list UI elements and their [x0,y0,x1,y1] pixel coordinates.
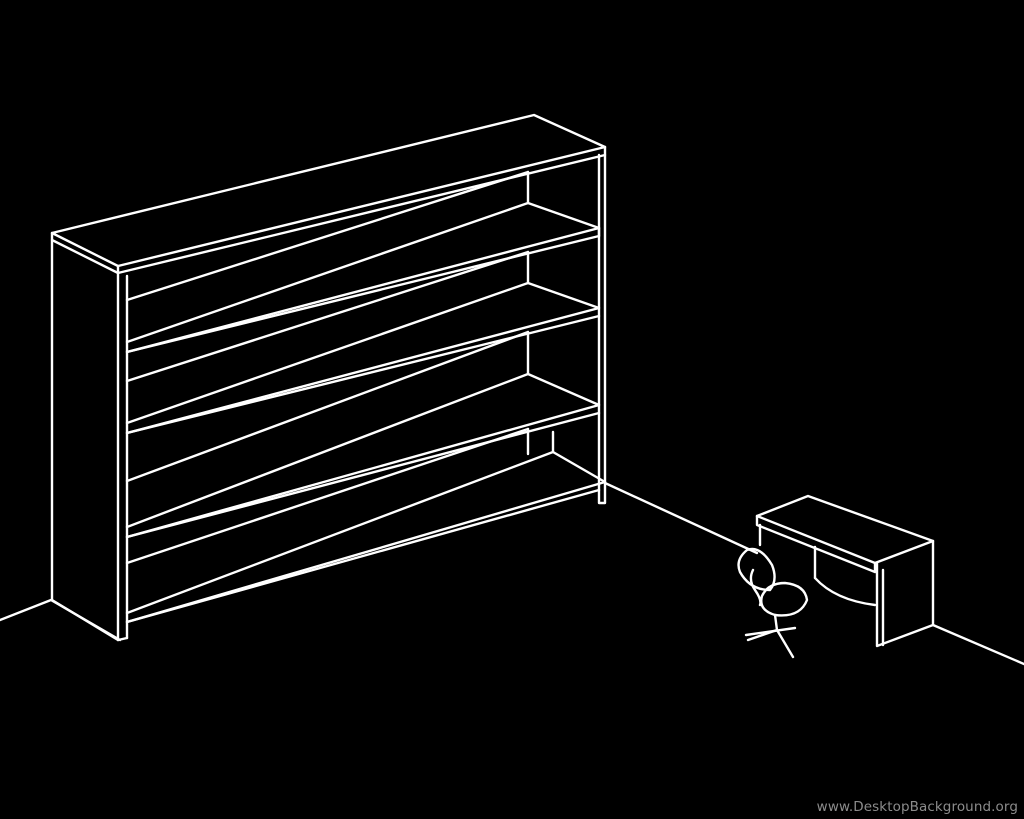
desk [755,494,935,648]
watermark-text: www.DesktopBackground.org [816,799,1018,815]
bookshelf [50,113,607,642]
office-chair [737,547,809,659]
